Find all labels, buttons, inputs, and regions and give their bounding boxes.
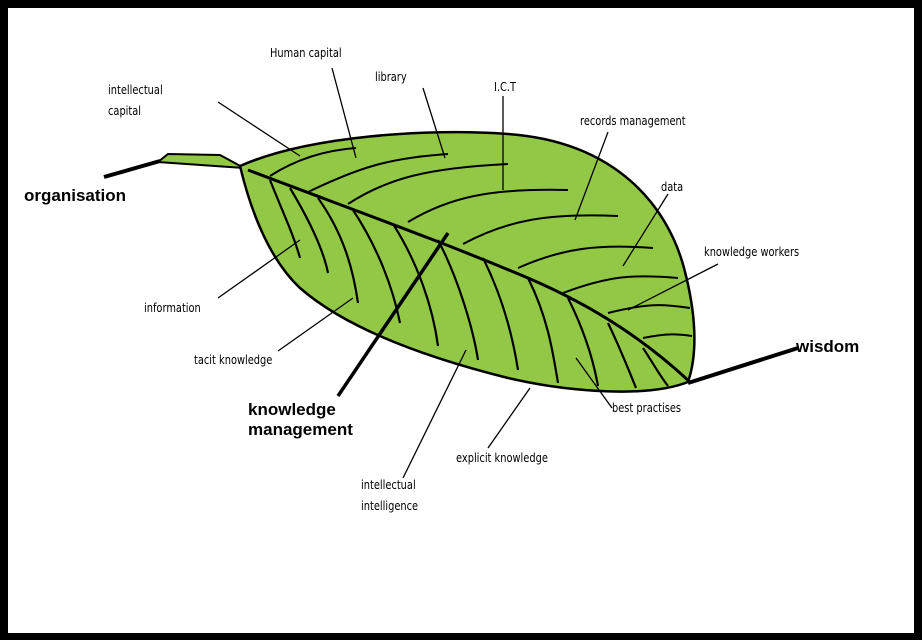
label-organisation: organisation xyxy=(24,186,126,206)
label-intellectual-intelligence-line2: intelligence xyxy=(361,499,418,514)
label-knowledge-management-line1: knowledge xyxy=(248,400,353,420)
stem-line-organisation xyxy=(104,161,160,177)
leaf-stem-left xyxy=(158,154,244,168)
label-information: information xyxy=(144,301,201,316)
label-knowledge-workers: knowledge workers xyxy=(704,245,799,260)
label-intellectual-intelligence: intellectual intelligence xyxy=(361,478,418,514)
label-intellectual-intelligence-line1: intellectual xyxy=(361,478,418,493)
label-best-practises: best practises xyxy=(612,401,681,416)
label-explicit-knowledge: explicit knowledge xyxy=(456,451,548,466)
stem-line-wisdom xyxy=(688,348,798,383)
diagram-canvas: intellectual capital Human capital libra… xyxy=(8,8,914,633)
label-knowledge-management-line2: management xyxy=(248,420,353,440)
label-intellectual-capital: intellectual capital xyxy=(108,83,163,119)
label-human-capital: Human capital xyxy=(270,46,342,61)
label-intellectual-capital-line1: intellectual xyxy=(108,83,163,98)
label-tacit-knowledge: tacit knowledge xyxy=(194,353,272,368)
label-wisdom: wisdom xyxy=(796,337,859,357)
label-ict: I.C.T xyxy=(494,80,516,95)
label-library: library xyxy=(375,70,407,85)
label-records-management: records management xyxy=(580,114,686,129)
label-knowledge-management: knowledge management xyxy=(248,400,353,440)
label-data: data xyxy=(661,180,683,195)
label-intellectual-capital-line2: capital xyxy=(108,104,163,119)
